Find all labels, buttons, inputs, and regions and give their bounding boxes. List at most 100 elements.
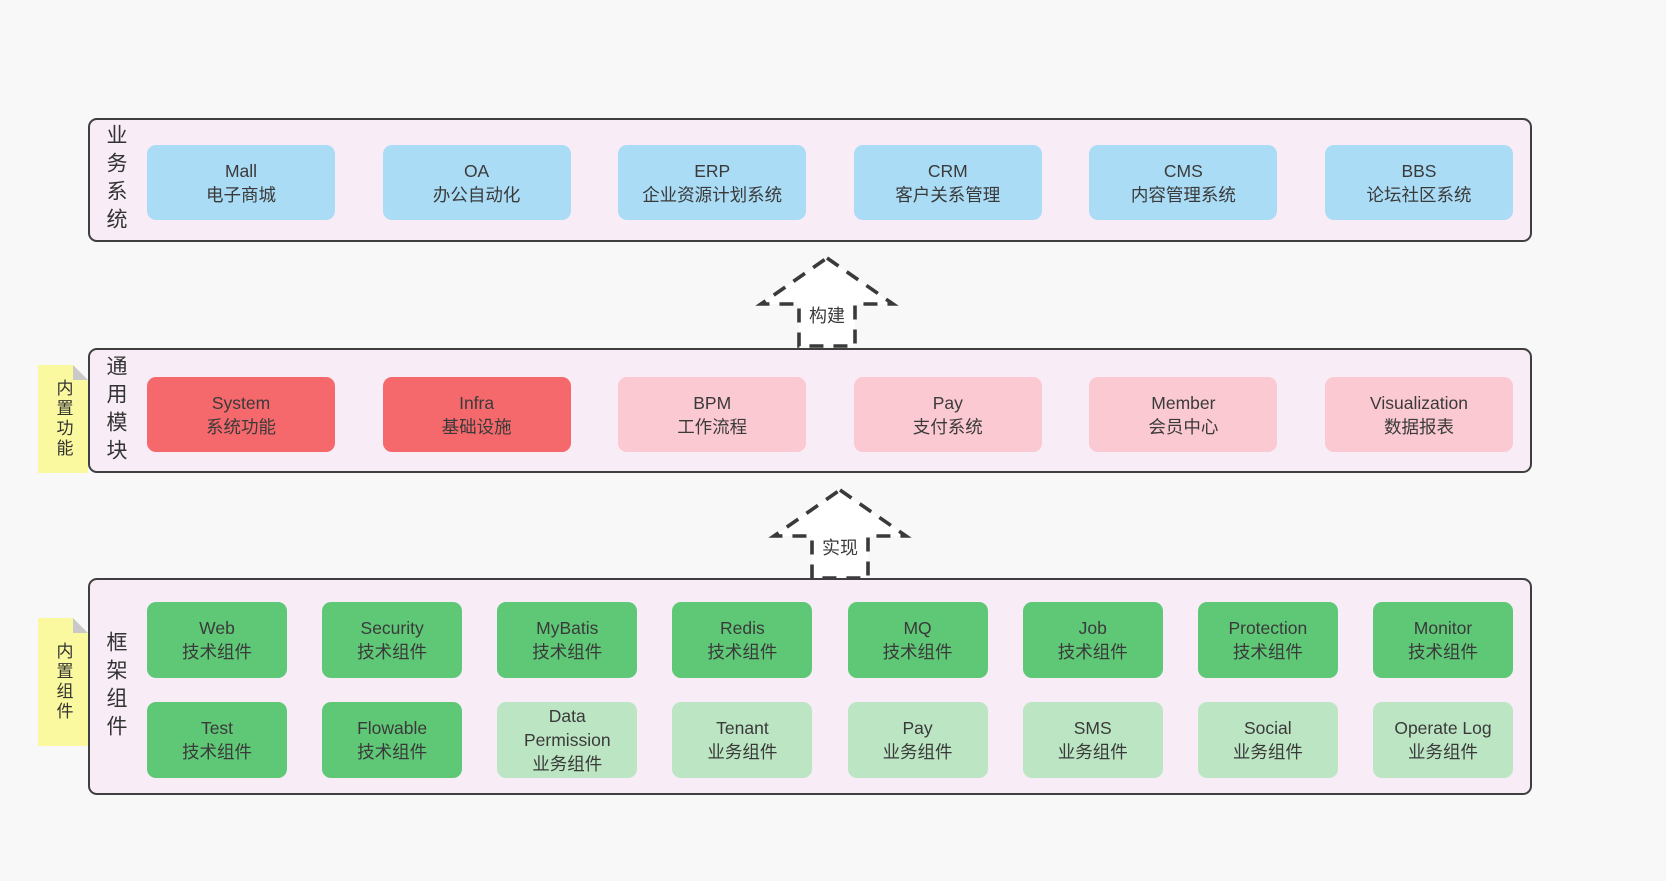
box-title: Mall bbox=[224, 160, 258, 181]
box-bpm: BPM 工作流程 bbox=[618, 377, 807, 452]
box-web: Web 技术组件 bbox=[147, 602, 287, 678]
band-business-systems: 业务系统 Mall 电子商城 OA 办公自动化 ERP 企业资源计划系统 CRM 客户关系管理… bbox=[88, 118, 1532, 242]
box-subtitle: 客户关系管理 bbox=[895, 184, 1001, 205]
arrow-implement: 实现 bbox=[768, 487, 912, 580]
band-business-systems-label: 业务系统 bbox=[104, 124, 127, 236]
box-title: Pay bbox=[902, 718, 933, 738]
box-mq: MQ 技术组件 bbox=[847, 602, 988, 678]
box-bbs: BBS 论坛社区系统 bbox=[1324, 145, 1513, 220]
box-subtitle: 技术组件 bbox=[1407, 642, 1478, 662]
box-title: Job bbox=[1078, 618, 1107, 638]
box-subtitle: 会员中心 bbox=[1148, 416, 1219, 437]
box-subtitle: 技术组件 bbox=[182, 642, 252, 662]
box-title: Member bbox=[1151, 392, 1216, 413]
box-title: System bbox=[211, 392, 271, 413]
box-pay: Pay 业务组件 bbox=[847, 702, 988, 778]
box-title: Visualization bbox=[1370, 392, 1468, 413]
box-pay: Pay 支付系统 bbox=[853, 377, 1042, 452]
box-title: Redis bbox=[720, 618, 765, 638]
arrow-implement-label: 实现 bbox=[819, 534, 861, 560]
box-title: CMS bbox=[1163, 160, 1203, 181]
box-subtitle: 内容管理系统 bbox=[1130, 184, 1236, 205]
box-subtitle: 工作流程 bbox=[677, 416, 748, 437]
box-subtitle: 业务组件 bbox=[1407, 742, 1478, 762]
box-subtitle: 业务组件 bbox=[1057, 742, 1128, 762]
box-title: Social bbox=[1244, 718, 1292, 738]
box-subtitle: 技术组件 bbox=[882, 642, 953, 662]
box-subtitle: 办公自动化 bbox=[432, 184, 521, 205]
box-subtitle: 业务组件 bbox=[707, 742, 778, 762]
box-member: Member 会员中心 bbox=[1089, 377, 1278, 452]
band-framework-components-label: 框架组件 bbox=[104, 630, 127, 743]
up-arrow-icon bbox=[755, 255, 899, 348]
box-sms: SMS 业务组件 bbox=[1022, 702, 1163, 778]
sticky-note-builtin-components-label: 内置组件 bbox=[53, 642, 73, 722]
box-subtitle: 业务组件 bbox=[1232, 742, 1303, 762]
box-title: Data Permission bbox=[524, 706, 611, 750]
box-subtitle: 电子商城 bbox=[206, 184, 276, 205]
box-title: Infra bbox=[459, 392, 495, 413]
box-title: BPM bbox=[693, 392, 732, 413]
box-title: ERP bbox=[694, 160, 731, 181]
sticky-note-builtin-features-label: 内置功能 bbox=[53, 379, 73, 459]
box-subtitle: 技术组件 bbox=[1057, 642, 1128, 662]
box-visualization: Visualization 数据报表 bbox=[1324, 377, 1513, 452]
box-subtitle: 基础设施 bbox=[441, 416, 512, 437]
box-redis: Redis 技术组件 bbox=[672, 602, 813, 678]
business-systems-row: Mall 电子商城 OA 办公自动化 ERP 企业资源计划系统 CRM 客户关系管理 CMS 内容… bbox=[147, 145, 1513, 220]
box-cms: CMS 内容管理系统 bbox=[1089, 145, 1278, 220]
box-job: Job 技术组件 bbox=[1022, 602, 1163, 678]
box-mall: Mall 电子商城 bbox=[147, 145, 335, 220]
box-social: Social 业务组件 bbox=[1197, 702, 1338, 778]
box-title: Monitor bbox=[1413, 618, 1473, 638]
box-title: CRM bbox=[927, 160, 968, 181]
box-subtitle: 数据报表 bbox=[1383, 416, 1454, 437]
box-title: BBS bbox=[1401, 160, 1437, 181]
box-subtitle: 论坛社区系统 bbox=[1366, 184, 1472, 205]
box-erp: ERP 企业资源计划系统 bbox=[618, 145, 807, 220]
box-protection: Protection 技术组件 bbox=[1197, 602, 1338, 678]
sticky-note-builtin-components: 内置组件 bbox=[38, 618, 88, 746]
box-subtitle: 技术组件 bbox=[707, 642, 778, 662]
box-subtitle: 技术组件 bbox=[357, 642, 428, 662]
box-subtitle: 业务组件 bbox=[882, 742, 953, 762]
box-mybatis: MyBatis 技术组件 bbox=[497, 602, 638, 678]
box-flowable: Flowable 技术组件 bbox=[322, 702, 463, 778]
box-title: MQ bbox=[903, 618, 932, 638]
box-title: Operate Log bbox=[1394, 718, 1492, 738]
box-monitor: Monitor 技术组件 bbox=[1372, 602, 1513, 678]
box-title: Web bbox=[199, 618, 235, 638]
arrow-build-label: 构建 bbox=[806, 302, 848, 328]
box-title: Test bbox=[200, 718, 234, 738]
band-common-modules-label: 通用模块 bbox=[104, 354, 127, 467]
box-oa: OA 办公自动化 bbox=[382, 145, 571, 220]
box-title: MyBatis bbox=[536, 618, 599, 638]
box-title: OA bbox=[463, 160, 490, 181]
box-title: Pay bbox=[932, 392, 963, 413]
box-title: Security bbox=[360, 618, 424, 638]
box-subtitle: 技术组件 bbox=[357, 742, 428, 762]
box-subtitle: 技术组件 bbox=[1232, 642, 1303, 662]
box-security: Security 技术组件 bbox=[322, 602, 463, 678]
box-title: Protection bbox=[1228, 618, 1308, 638]
box-subtitle: 支付系统 bbox=[912, 416, 983, 437]
box-operate-log: Operate Log 业务组件 bbox=[1372, 702, 1513, 778]
box-subtitle: 企业资源计划系统 bbox=[642, 184, 783, 205]
sticky-note-builtin-features: 内置功能 bbox=[38, 365, 88, 473]
box-subtitle: 技术组件 bbox=[532, 642, 603, 662]
arrow-build: 构建 bbox=[755, 255, 899, 348]
box-infra: Infra 基础设施 bbox=[382, 377, 571, 452]
box-title: SMS bbox=[1073, 718, 1112, 738]
box-crm: CRM 客户关系管理 bbox=[853, 145, 1042, 220]
up-arrow-icon bbox=[768, 487, 912, 580]
box-title: Flowable bbox=[357, 718, 428, 738]
